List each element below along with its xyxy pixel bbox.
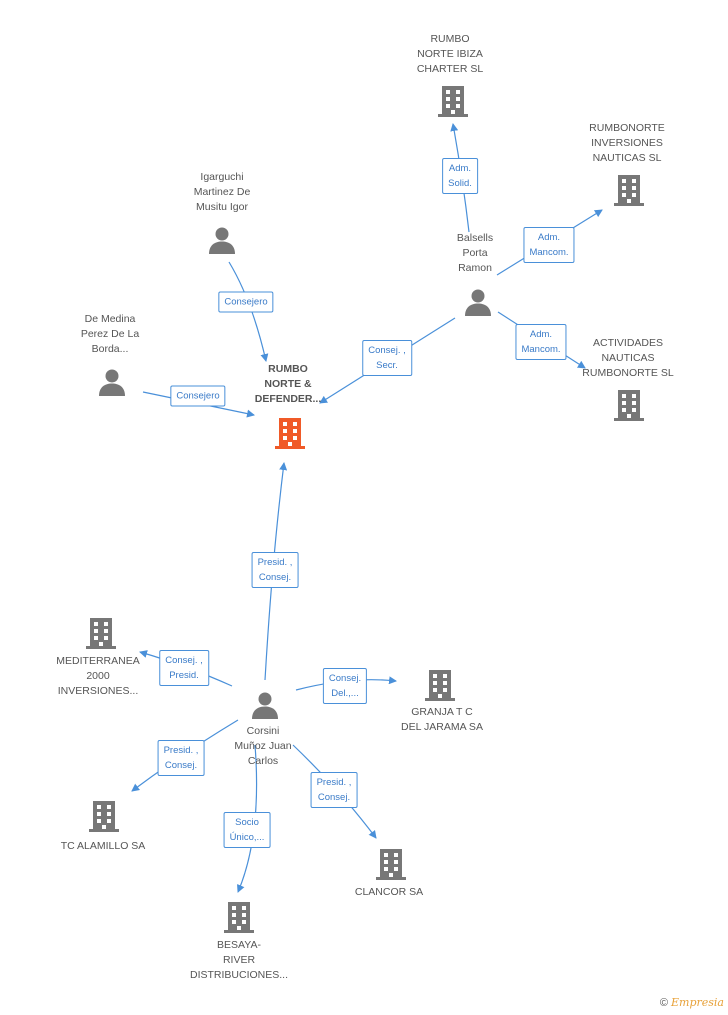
edge-label-balsells-ibiza[interactable]: Adm. Solid. [442,158,478,194]
edge-label-corsini-mediterranea[interactable]: Consej. , Presid. [159,650,209,686]
person-icon[interactable] [463,287,493,317]
edge-label-balsells-actividades[interactable]: Adm. Mancom. [515,324,567,360]
person-icon[interactable] [250,690,280,720]
node-label-de-medina[interactable]: De Medina Perez De La Borda... [80,313,140,355]
node-label-tc-alamillo[interactable]: TC ALAMILLO SA [60,840,146,852]
node-label-besaya[interactable]: BESAYA- RIVER DISTRIBUCIONES... [189,939,289,981]
person-icon[interactable] [97,367,127,397]
copyright-symbol: © [659,997,668,1009]
edge-label-corsini-besaya[interactable]: Socio Único,... [223,812,271,848]
brand-logo-text[interactable]: Empresia [671,996,724,1009]
node-label-rumbonorte-inversiones[interactable]: RUMBONORTE INVERSIONES NAUTICAS SL [589,122,665,164]
building-icon[interactable] [613,173,645,207]
edge-label-demedina-defender[interactable]: Consejero [170,385,226,407]
node-label-clancor[interactable]: CLANCOR SA [354,886,424,898]
building-icon[interactable] [613,388,645,422]
building-icon[interactable] [223,900,255,934]
building-icon[interactable] [424,668,456,702]
edge-label-balsells-inversiones[interactable]: Adm. Mancom. [523,227,575,263]
edge-label-corsini-defender[interactable]: Presid. , Consej. [251,552,299,588]
node-label-granja[interactable]: GRANJA T C DEL JARAMA SA [401,706,483,733]
node-label-balsells[interactable]: Balsells Porta Ramon [456,232,494,274]
building-icon[interactable] [375,847,407,881]
edge-label-balsells-defender[interactable]: Consej. , Secr. [362,340,412,376]
edge-label-igarguchi-defender[interactable]: Consejero [218,291,274,313]
node-label-mediterranea[interactable]: MEDITERRANEA 2000 INVERSIONES... [56,655,140,697]
edge-label-corsini-clancor[interactable]: Presid. , Consej. [310,772,358,808]
node-label-rumbo-ibiza[interactable]: RUMBO NORTE IBIZA CHARTER SL [416,33,484,75]
person-icon[interactable] [207,225,237,255]
node-label-igarguchi[interactable]: Igarguchi Martinez De Musitu Igor [193,171,251,213]
node-label-rumbo-defender[interactable]: RUMBO NORTE & DEFENDER... [254,363,322,405]
building-icon[interactable] [85,616,117,650]
footer-brand: © Empresia [660,996,724,1009]
edge-label-corsini-granja[interactable]: Consej. Del.,... [322,668,368,704]
building-icon[interactable] [88,799,120,833]
node-label-actividades-nauticas[interactable]: ACTIVIDADES NAUTICAS RUMBONORTE SL [582,337,674,379]
edge-label-corsini-alamillo[interactable]: Presid. , Consej. [157,740,205,776]
node-label-corsini[interactable]: Corsini Muñoz Juan Carlos [234,725,292,767]
building-icon[interactable] [274,416,306,450]
building-icon[interactable] [437,84,469,118]
